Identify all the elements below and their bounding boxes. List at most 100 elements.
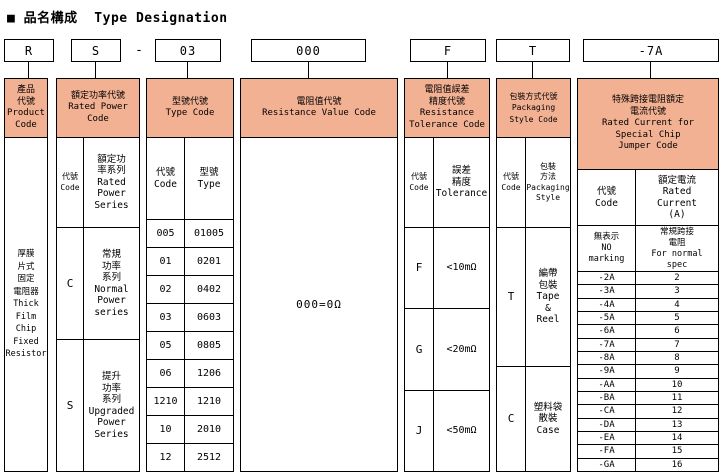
table-row: 1210 1210 [147, 387, 233, 415]
code-cell: 03 [159, 311, 172, 323]
current-cell: 2 [635, 272, 718, 285]
table-row: C 常規 功率 系列 Normal Power series [57, 227, 139, 339]
connector-line [187, 62, 188, 78]
code-subheader: 代號 Code [60, 172, 80, 192]
code-cell: 01 [159, 255, 172, 267]
packaging-cell: 塑料袋 散裝 Case [525, 367, 570, 471]
current-cell: 13 [635, 418, 718, 431]
table-row: 005 01005 [147, 219, 233, 247]
subheader-row: 代號 Code 型號 Type [147, 137, 233, 219]
type-cell: 1206 [184, 360, 233, 387]
power-series-subheader: 額定功 率系列 Rated Power Series [83, 138, 139, 227]
table-row: 12 2512 [147, 443, 233, 471]
current-cell: 11 [635, 391, 718, 405]
code-cell: 05 [159, 339, 172, 351]
part-code-box-jumper: -7A [583, 39, 719, 62]
connector-line [447, 62, 448, 78]
code-cell: 02 [159, 283, 172, 295]
part-code-box-type: 03 [155, 39, 221, 62]
desc-cell: 常規跨接 電阻 For normal spec [635, 226, 718, 271]
code-cell: -9A [598, 366, 615, 377]
tolerance-subheader: 誤差 精度 Tolerance [433, 138, 489, 227]
subheader-row: 代號 Code 額定功 率系列 Rated Power Series [57, 137, 139, 227]
connector-line [308, 62, 309, 78]
type-cell: 2512 [184, 444, 233, 471]
part-code-separator-dash: - [135, 43, 143, 58]
current-cell: 5 [635, 311, 718, 325]
subheader-row: 代號 Code 額定電流 Rated Current (A) [578, 169, 718, 225]
type-cell: 0805 [184, 332, 233, 359]
code-cell: -8A [598, 353, 615, 364]
table-row: J <50mΩ [405, 389, 489, 471]
code-cell: 1210 [153, 395, 178, 407]
table-row: C 塑料袋 散裝 Case [497, 366, 570, 471]
code-cell: 06 [159, 367, 172, 379]
connector-line [650, 62, 651, 78]
current-cell: 16 [635, 458, 718, 471]
column-tolerance-code: 電阻值誤差 精度代號 Resistance Tolerance Code 代號 … [404, 78, 490, 472]
connector-line [532, 62, 533, 78]
table-row: -4A 4 [578, 297, 718, 311]
type-cell: 0603 [184, 304, 233, 331]
resistance-value-row: 000=0Ω [241, 137, 397, 471]
table-row: -6A 6 [578, 324, 718, 338]
resistance-value-header: 電阻值代號 Resistance Value Code [241, 79, 397, 137]
current-cell: 6 [635, 325, 718, 338]
desc-cell: 常規 功率 系列 Normal Power series [83, 228, 139, 339]
table-row: 02 0402 [147, 275, 233, 303]
type-subheader: 型號 Type [184, 138, 233, 219]
table-row: -EA 14 [578, 430, 718, 445]
table-row: 03 0603 [147, 303, 233, 331]
packaging-header: 包裝方式代號 Packaging Style Code [497, 79, 570, 137]
table-row: -AA 10 [578, 377, 718, 391]
table-row: 10 2010 [147, 415, 233, 443]
type-cell: 2010 [184, 416, 233, 443]
current-cell: 14 [635, 431, 718, 445]
jumper-current-header: 特殊跨接電阻額定 電流代號 Rated Current for Special … [578, 79, 718, 169]
current-cell: 12 [635, 405, 718, 418]
table-row: 01 0201 [147, 247, 233, 275]
table-row: -DA 13 [578, 417, 718, 431]
rated-power-header: 額定功率代號 Rated Power Code [57, 79, 139, 137]
current-cell: 15 [635, 445, 718, 458]
code-cell: -DA [598, 419, 615, 430]
table-row: -FA 15 [578, 444, 718, 458]
table-row: -GA 16 [578, 457, 718, 471]
part-code-box-resistance: 000 [251, 39, 366, 62]
table-row: -7A 7 [578, 337, 718, 351]
page-title: ■ 品名構成 Type Designation [7, 11, 228, 26]
column-product-code: 產品 代號 Product Code 厚膜 片式 固定 電阻器 Thick Fi… [4, 78, 48, 472]
current-cell: 7 [635, 338, 718, 351]
type-cell: 0402 [184, 276, 233, 303]
code-cell: F [415, 261, 423, 275]
column-jumper-current-code: 特殊跨接電阻額定 電流代號 Rated Current for Special … [577, 78, 719, 472]
code-cell: -BA [598, 393, 615, 404]
part-code-box-packaging: T [496, 39, 570, 62]
code-cell: -3A [598, 286, 615, 297]
code-cell: -EA [598, 433, 615, 444]
connector-line [95, 62, 96, 78]
packaging-cell: 編帶 包裝 Tape & Reel [525, 228, 570, 366]
resistance-value: 000=0Ω [296, 297, 342, 311]
product-code-header: 產品 代號 Product Code [5, 79, 47, 137]
code-cell: -6A [598, 326, 615, 337]
type-cell: 01005 [184, 220, 233, 247]
table-row: 05 0805 [147, 331, 233, 359]
code-subheader: 代號 Code [501, 172, 521, 192]
code-subheader: 代號 Code [154, 167, 177, 190]
code-cell: C [507, 412, 515, 426]
product-description: 厚膜 片式 固定 電阻器 Thick Film Chip Fixed Resis… [5, 249, 47, 360]
code-cell: 005 [156, 227, 175, 239]
code-cell: J [415, 424, 423, 438]
current-cell: 8 [635, 351, 718, 365]
tolerance-cell: <20mΩ [433, 309, 489, 390]
code-cell: 10 [159, 423, 172, 435]
code-cell: 無表示 NO marking [588, 232, 625, 264]
column-type-code: 型號代號 Type Code 代號 Code 型號 Type 005 01005… [146, 78, 234, 472]
column-rated-power-code: 額定功率代號 Rated Power Code 代號 Code 額定功 率系列 … [56, 78, 140, 472]
table-row: S 提升 功率 系列 Upgraded Power Series [57, 339, 139, 471]
code-cell: -7A [598, 339, 615, 350]
packaging-subheader: 包裝 方法 Packaging Style [525, 138, 570, 227]
table-row: -CA 12 [578, 404, 718, 418]
type-code-header: 型號代號 Type Code [147, 79, 233, 137]
